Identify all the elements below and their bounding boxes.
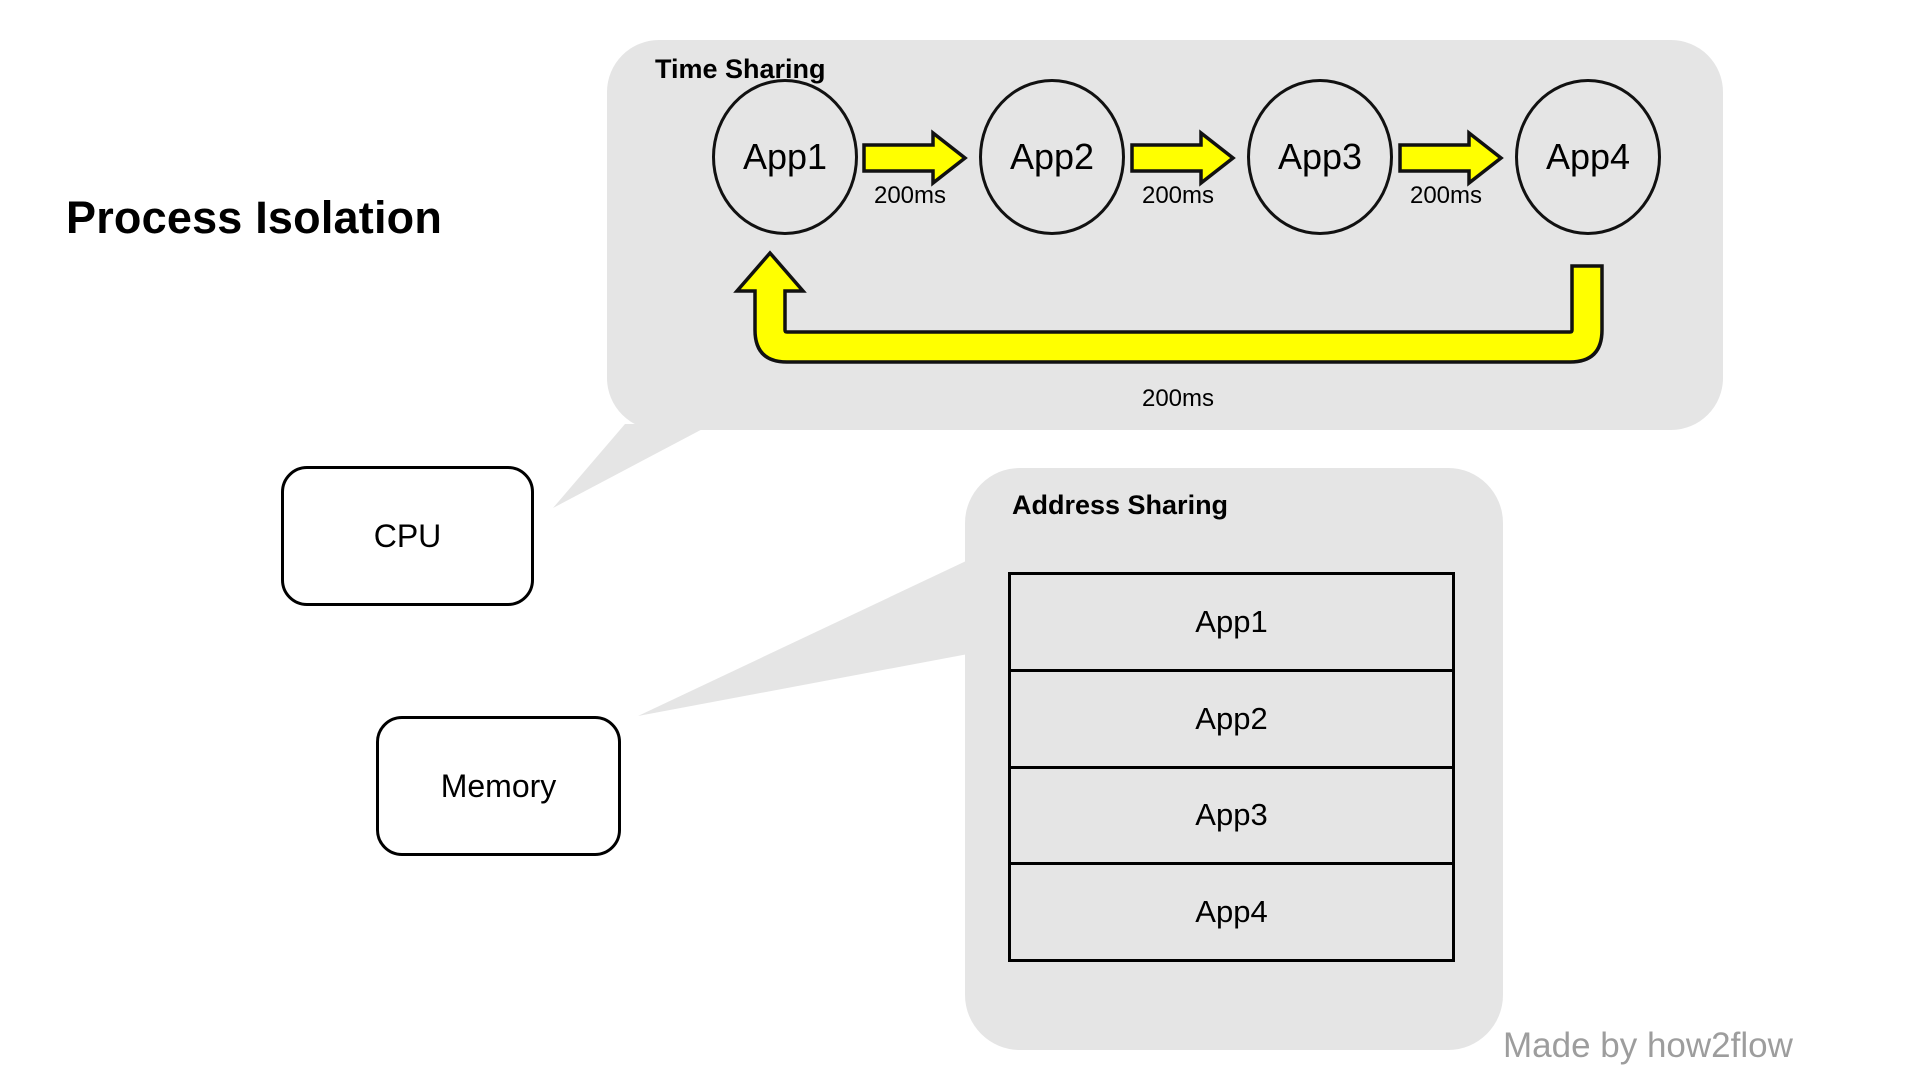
address-table-row[interactable]: App1: [1011, 575, 1452, 672]
address-table-row[interactable]: App2: [1011, 672, 1452, 769]
watermark: Made by how2flow: [1503, 1026, 1793, 1065]
transition-label-3: 200ms: [1409, 182, 1483, 209]
resource-box-memory[interactable]: Memory: [376, 716, 621, 856]
address-table: App1 App2 App3 App4: [1008, 572, 1455, 962]
page-title: Process Isolation: [66, 192, 443, 243]
address-sharing-panel: Address Sharing: [965, 468, 1503, 1050]
address-row-3-label: App3: [1195, 797, 1268, 833]
resource-box-cpu-label: CPU: [373, 517, 442, 554]
app-node-1-label: App1: [742, 136, 828, 177]
memory-callout-tail: [638, 545, 1000, 716]
resource-box-cpu[interactable]: CPU: [281, 466, 534, 606]
app-node-2-label: App2: [1009, 136, 1095, 177]
app-node-1[interactable]: App1: [712, 79, 858, 235]
cpu-callout-tail: [553, 424, 712, 508]
resource-box-memory-label: Memory: [440, 767, 557, 804]
address-row-4-label: App4: [1195, 894, 1268, 930]
time-sharing-title: Time Sharing: [655, 54, 826, 84]
address-sharing-title: Address Sharing: [1012, 490, 1229, 520]
address-table-row[interactable]: App4: [1011, 865, 1452, 959]
app-node-3-label: App3: [1277, 136, 1363, 177]
loopback-label: 200ms: [1141, 385, 1215, 412]
transition-label-2: 200ms: [1141, 182, 1215, 209]
address-row-1-label: App1: [1195, 603, 1268, 639]
app-node-4[interactable]: App4: [1515, 79, 1661, 235]
address-table-row[interactable]: App3: [1011, 769, 1452, 866]
app-node-4-label: App4: [1545, 136, 1631, 177]
address-row-2-label: App2: [1195, 700, 1268, 736]
app-node-3[interactable]: App3: [1247, 79, 1393, 235]
app-node-2[interactable]: App2: [979, 79, 1125, 235]
transition-label-1: 200ms: [873, 182, 947, 209]
